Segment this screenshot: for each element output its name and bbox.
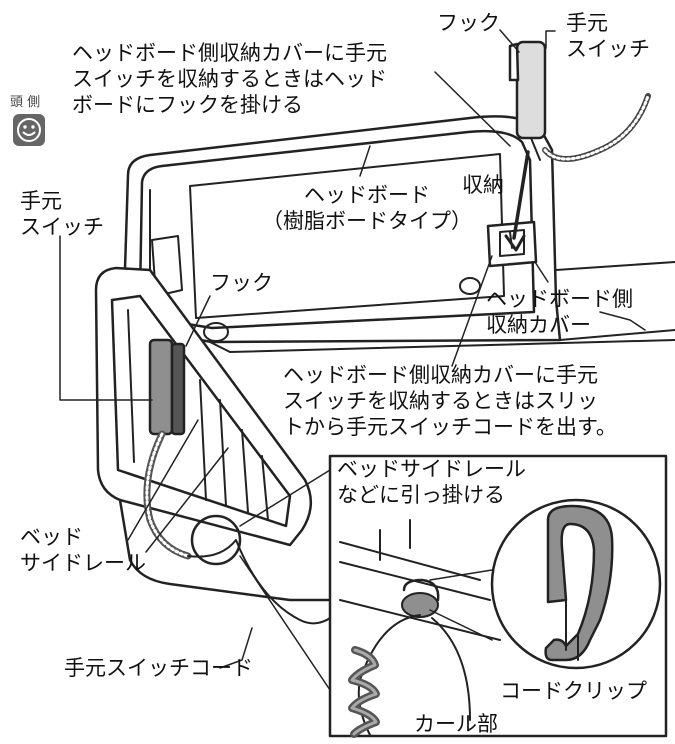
clip-location-marker bbox=[190, 514, 242, 566]
down-arrow-icon bbox=[504, 150, 530, 252]
bed-side-rail-label: ベッド サイドレール bbox=[20, 525, 146, 575]
curl-section bbox=[348, 646, 380, 738]
hand-switch-top bbox=[508, 40, 651, 162]
headboard-label: ヘッドボード （樹脂ボードタイプ） bbox=[262, 183, 472, 233]
hang-on-rail-label: ベッドサイドレール などに引っ掛ける bbox=[337, 457, 526, 507]
storage-cover-label: ヘッドボード側 収納カバー bbox=[486, 287, 633, 337]
hand-switch-label-top: 手元 スイッチ bbox=[566, 11, 650, 61]
detail-inset bbox=[328, 454, 668, 738]
hook-label-mid: フック bbox=[210, 271, 273, 295]
hand-switch-cord-label: 手元スイッチコード bbox=[64, 656, 253, 680]
curl-part-label: カール部 bbox=[414, 712, 498, 736]
storage-label: 収納 bbox=[462, 173, 504, 197]
hook-label-top: フック bbox=[437, 11, 500, 35]
slit-note: ヘッドボード側収納カバーに手元 スイッチを収納するときはスリッ トから手元スイッ… bbox=[283, 363, 617, 439]
hand-switch-label-left: 手元 スイッチ bbox=[20, 189, 104, 239]
hand-switch-left bbox=[143, 338, 341, 625]
head-side-label: 頭 側 bbox=[10, 95, 41, 110]
cord-clip bbox=[544, 504, 614, 662]
headboard-hook-note: ヘッドボード側収納カバーに手元 スイッチを収納するときはヘッド ボードにフックを… bbox=[72, 41, 387, 117]
leader-lines bbox=[59, 29, 646, 691]
smiley-face-icon bbox=[13, 114, 45, 146]
cord-clip-label: コードクリップ bbox=[500, 679, 647, 703]
